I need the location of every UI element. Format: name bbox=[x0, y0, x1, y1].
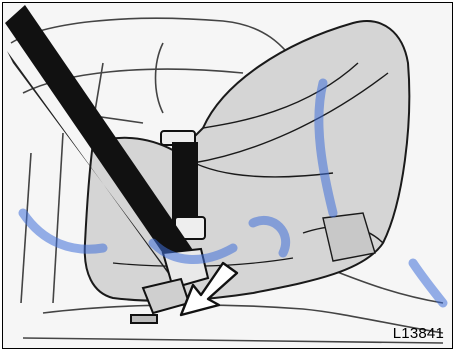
child-seat-illustration bbox=[3, 3, 453, 349]
figure-code: L13841 bbox=[393, 325, 444, 342]
illustration-frame: L13841 bbox=[2, 2, 453, 349]
child-seat-shell bbox=[85, 21, 410, 301]
